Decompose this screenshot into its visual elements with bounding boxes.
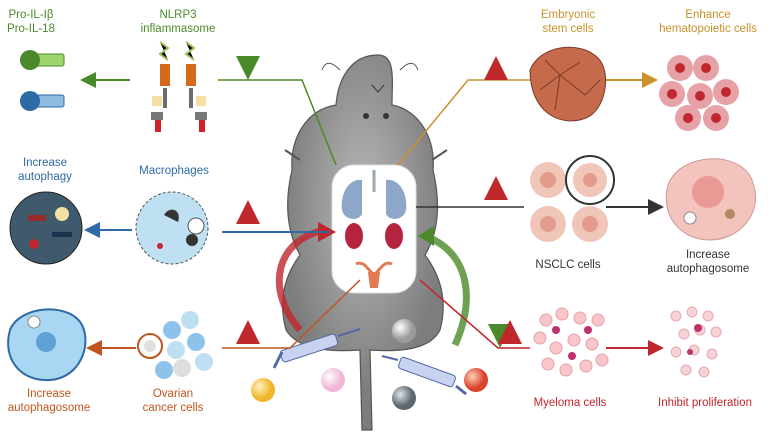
nanoparticle-yellow: [251, 378, 275, 402]
nanoparticle-gray: [392, 319, 416, 343]
ovarian-connector: [86, 279, 361, 356]
nlrp3-label: NLRP3 inflammasome: [140, 9, 216, 35]
inhibited-cells: [670, 306, 722, 378]
autophagosome-cell-left: [7, 308, 87, 382]
nanoparticle-darkgray: [392, 386, 416, 410]
increase-autophagosome-right-label: Increase autophagosome: [666, 249, 750, 275]
autophagy-cell: [9, 191, 83, 265]
nsclc-cells-label: NSCLC cells: [535, 259, 601, 271]
inflammasome-icon: [151, 41, 207, 132]
pro-il-icons: [20, 50, 65, 111]
nanoparticle-red: [464, 368, 488, 392]
embryonic-stem-cells: [529, 46, 607, 122]
pro-il-label: Pro-IL-Iβ Pro-IL-18: [7, 9, 55, 35]
ovarian-cancer-cells: [137, 311, 213, 379]
myeloma-connector: [419, 279, 664, 356]
increase-autophagy-label: Increase autophagy: [18, 157, 72, 183]
nsclc-connector: [416, 176, 664, 215]
nlrp3-connector: [80, 56, 337, 166]
nsclc-cells: [530, 155, 615, 242]
enhance-hematopoietic-label: Enhance hematopoietic cells: [659, 9, 757, 35]
syringe-icon-right: [381, 355, 467, 396]
embryonic-connector: [397, 56, 658, 166]
macrophages-label: Macrophages: [139, 165, 209, 177]
myeloma-cells-label: Myeloma cells: [533, 397, 607, 409]
hematopoietic-cells: [659, 55, 739, 131]
increase-autophagosome-left-label: Increase autophagosome: [7, 388, 91, 414]
embryonic-stem-cells-label: Embryonic stem cells: [540, 9, 596, 35]
ovarian-cancer-cells-label: Ovarian cancer cells: [142, 388, 204, 414]
macrophage-cell: [135, 191, 209, 265]
autophagosome-cell-right: [665, 158, 757, 241]
myeloma-cells: [533, 307, 609, 377]
syringe-icon-left: [272, 328, 361, 369]
macrophage-connector: [84, 200, 330, 238]
inhibit-proliferation-label: Inhibit proliferation: [658, 397, 752, 409]
nanoparticle-pink: [321, 368, 345, 392]
